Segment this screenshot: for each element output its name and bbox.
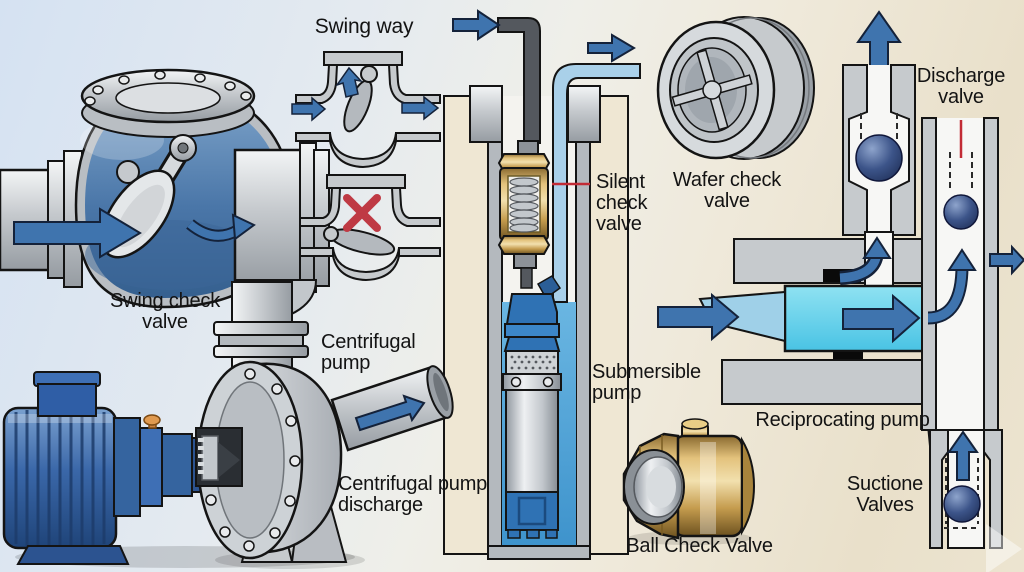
discharge-tube: [552, 63, 641, 303]
well-collar-left: [469, 85, 503, 143]
well-illustration: [443, 17, 641, 560]
pump-feet: [507, 529, 558, 539]
reciprocating-pump-illustration: [657, 10, 1024, 549]
well-casing-right: [575, 94, 591, 554]
motor-foot: [16, 545, 130, 565]
ground-left: [443, 95, 493, 555]
oil-plug: [143, 414, 161, 426]
flow-curve-arrow-icon: [927, 265, 967, 323]
submersible-pump-illustration: [502, 275, 562, 539]
check-ball: [943, 194, 979, 230]
label-wafer-check-valve: Wafer check valve: [672, 169, 782, 212]
flow-arrow-icon: [335, 66, 364, 98]
flow-arrow-icon: [401, 95, 440, 121]
label-suctione-valves: Suctione Valves: [846, 473, 924, 516]
riser-pipe: [497, 17, 541, 144]
valve-bottom-bowl: [329, 132, 397, 169]
flow-arrow-icon: [291, 96, 327, 122]
label-submersible-pump: Submersible pump: [592, 361, 701, 404]
drop-pipe-flange: [218, 334, 304, 347]
flow-arrow-icon: [657, 292, 740, 342]
channel-wall: [890, 64, 916, 236]
coupling: [113, 417, 141, 517]
closed-x-icon: [343, 194, 381, 232]
flow-arrow-icon: [354, 394, 426, 432]
channel-wall: [929, 429, 949, 549]
drop-pipe: [231, 281, 293, 327]
valve-cap: [326, 174, 406, 189]
spring-coil: [509, 177, 539, 233]
flow-arrow-icon: [989, 244, 1024, 276]
check-ball: [943, 485, 981, 523]
screen-perforations: [510, 355, 556, 370]
inlet-pipe: [0, 168, 54, 272]
motor-fins: [14, 409, 106, 547]
label-centrifugal-pump: Centrifugal pump: [321, 331, 416, 374]
channel-wall: [983, 117, 999, 431]
flow-arrow-icon: [947, 430, 979, 481]
wafer-check-valve-illustration: [656, 16, 815, 160]
ball-travel-dashes: [860, 113, 898, 142]
play-watermark: [986, 524, 1022, 572]
well-bottom: [487, 545, 591, 560]
valve-hub: [702, 80, 722, 100]
junction-box: [37, 383, 97, 417]
centrifugal-pump-illustration: [2, 360, 454, 565]
shaft-gear: [201, 435, 219, 481]
flow-arrow-icon: [587, 33, 636, 63]
swing-check-valve-illustration: [0, 68, 330, 398]
top-plug: [681, 418, 709, 430]
flow-arrow-icon: [452, 9, 501, 41]
flange-bolts: [205, 368, 301, 552]
outlet-pipe: [233, 148, 305, 287]
swing-way-open-diagram: [291, 51, 441, 169]
ball-check-valve-illustration: [622, 418, 756, 540]
valve-bottom-bowl: [332, 247, 400, 282]
swing-way-closed-diagram: [299, 174, 441, 282]
label-swing-way: Swing way: [314, 15, 414, 38]
label-centrifugal-pump-discharge: Centrifugal pump discharge: [338, 473, 488, 516]
flow-arrow-icon: [13, 207, 142, 259]
valve-cap: [323, 51, 403, 66]
ball-travel-dashes: [949, 152, 973, 192]
label-discharge-valve: Discharge valve: [916, 65, 1006, 108]
check-ball: [855, 134, 903, 182]
silent-check-valve-illustration: [497, 153, 551, 289]
label-silent-check-valve: Silent check valve: [596, 171, 648, 235]
label-swing-check-valve: Swing check valve: [109, 290, 221, 333]
flow-arrow-icon: [842, 293, 921, 344]
channel-wall: [921, 117, 937, 431]
label-reciprocating-pump: Reciprocating pump: [755, 409, 930, 431]
pump-body: [505, 389, 559, 493]
pump-housing-lower: [721, 359, 955, 405]
mini-flapper-closed: [328, 228, 396, 256]
channel-wall: [983, 429, 1003, 549]
pump-head: [505, 293, 558, 325]
bore-opening: [646, 466, 676, 508]
channel-wall: [842, 64, 868, 236]
well-collar-right: [567, 85, 601, 143]
label-ball-check-valve: Ball Check Valve: [626, 535, 773, 557]
bonnet-bolts: [84, 70, 252, 106]
